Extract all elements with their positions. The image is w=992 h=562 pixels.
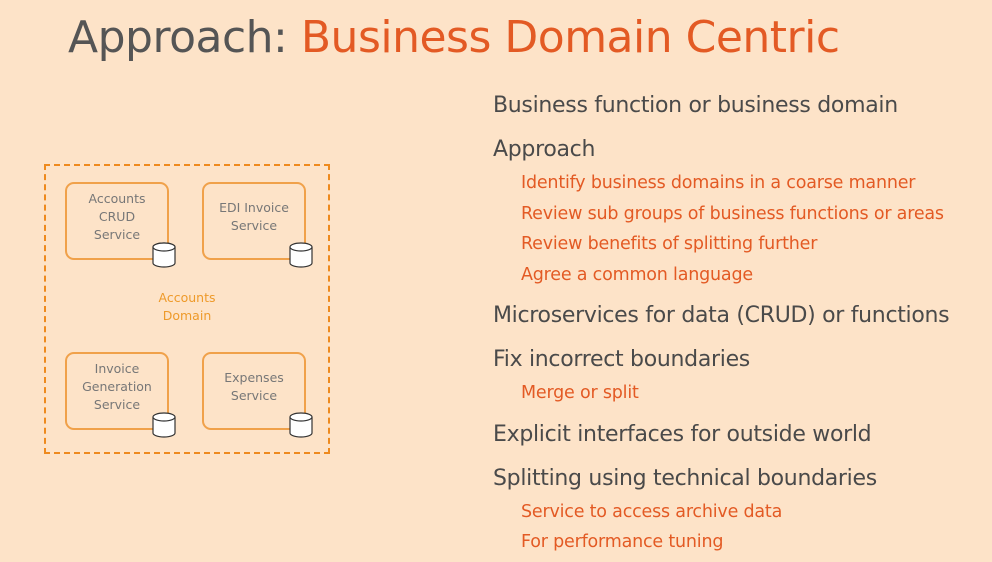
bullet-item: Explicit interfaces for outside world (493, 421, 872, 447)
sub-bullet-item: Agree a common language (521, 264, 753, 285)
database-icon (289, 412, 313, 438)
sub-bullet-item: Service to access archive data (521, 501, 783, 522)
domain-label: Accounts Domain (158, 290, 216, 323)
bullet-item: Approach (493, 137, 596, 162)
service-box-expenses: Expenses Service (202, 352, 313, 438)
service-box-invoice-generation: Invoice Generation Service (65, 352, 176, 438)
database-icon (152, 412, 176, 438)
sub-bullet-item: Review benefits of splitting further (521, 234, 818, 254)
service-box-edi-invoice: EDI Invoice Service (202, 182, 313, 268)
sub-bullet-item: Identify business domains in a coarse ma… (521, 173, 916, 193)
bullet-item: Business function or business domain (493, 93, 898, 118)
bullet-item: Microservices for data (CRUD) or functio… (493, 303, 950, 328)
service-label: Accounts CRUD Service (88, 191, 146, 242)
database-icon (289, 242, 313, 268)
service-box-accounts-crud: Accounts CRUD Service (65, 182, 176, 268)
sub-bullet-item: Merge or split (521, 383, 639, 403)
bullet-item: Splitting using technical boundaries (493, 465, 877, 491)
slide-title: Approach: Business Domain Centric (68, 8, 840, 68)
bullet-item: Fix incorrect boundaries (493, 347, 750, 372)
database-icon (152, 242, 176, 268)
sub-bullet-item: Review sub groups of business functions … (521, 203, 944, 224)
accounts-domain-diagram: Accounts CRUD Service EDI Invoice Servic… (44, 164, 330, 454)
title-prefix: Approach: (68, 12, 288, 63)
service-label: Invoice Generation Service (82, 361, 152, 412)
service-label: EDI Invoice Service (219, 200, 289, 233)
bullet-list: Business function or business domain App… (493, 88, 985, 558)
sub-bullet-item: For performance tuning (521, 532, 724, 552)
title-highlight: Business Domain Centric (300, 12, 840, 63)
service-label: Expenses Service (224, 370, 284, 403)
